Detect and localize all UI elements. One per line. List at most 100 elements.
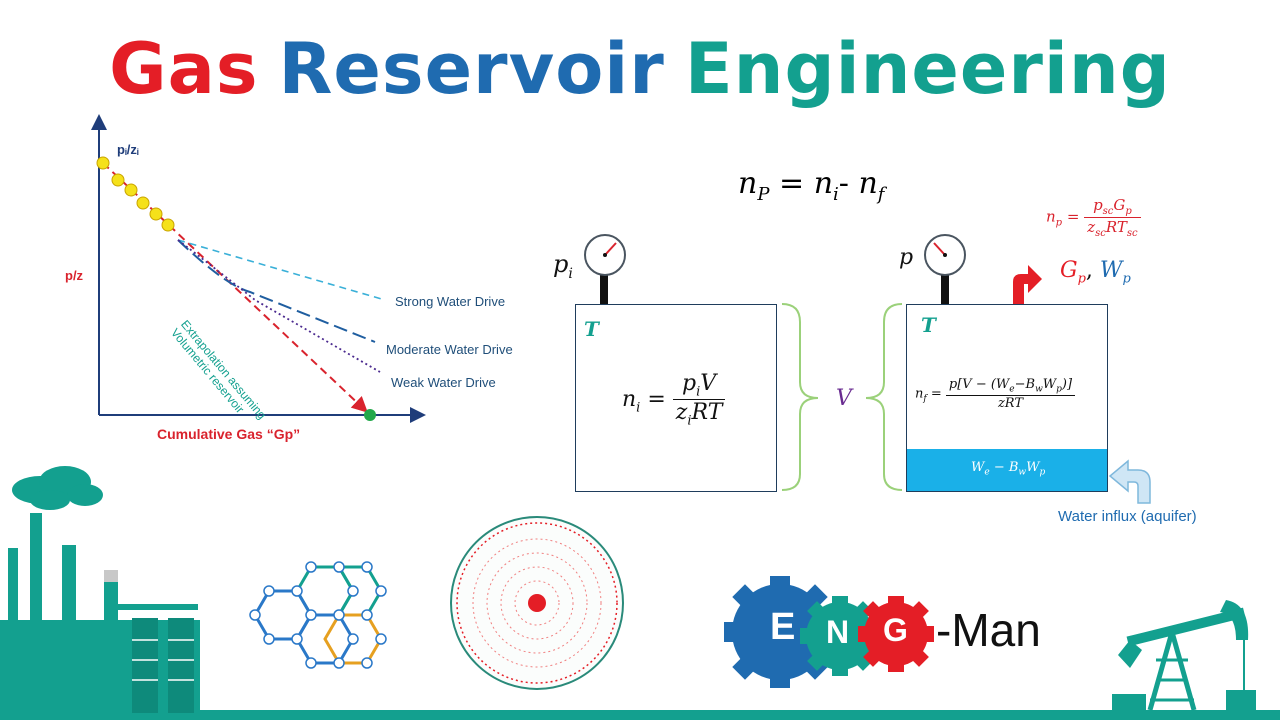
np-equation: np = pscGp zscRTsc bbox=[1046, 196, 1141, 239]
nf-fraction: p[V − (We−BwWp)] zRT bbox=[945, 377, 1076, 411]
ni-num-sub: i bbox=[696, 384, 701, 400]
water-influx-label: Water influx (aquifer) bbox=[1058, 508, 1197, 525]
production-label: Gp, Wp bbox=[1060, 258, 1131, 286]
wp-prod-text: W bbox=[1099, 258, 1123, 283]
ni-den-z: z bbox=[675, 400, 688, 426]
main-equation: nP = ni- nf bbox=[738, 166, 884, 205]
np-equals: = bbox=[1066, 207, 1080, 226]
title-word-engineering: Engineering bbox=[684, 28, 1171, 110]
ni-lhs-sub: i bbox=[636, 400, 641, 416]
left-brace bbox=[781, 303, 819, 491]
nf-num-3: W bbox=[1042, 377, 1057, 392]
ni-fraction: piV ziRT bbox=[672, 371, 726, 429]
factory-icon bbox=[0, 466, 200, 715]
data-point bbox=[111, 173, 125, 187]
pi-text: p bbox=[553, 250, 569, 278]
eq-np: n bbox=[738, 166, 758, 201]
bw-text: − B bbox=[989, 460, 1019, 475]
eq-nf-sub: f bbox=[877, 184, 885, 205]
left-pressure-label: pi bbox=[553, 250, 573, 282]
np-den-rt: RT bbox=[1105, 218, 1127, 236]
logo-letter-n: N bbox=[826, 614, 850, 650]
gear-teal-icon bbox=[800, 596, 880, 676]
right-brace bbox=[865, 303, 903, 491]
nf-equation: nf = p[V − (We−BwWp)] zRT bbox=[915, 377, 1076, 411]
pz-data-points bbox=[96, 156, 175, 232]
np-num-sub: sc bbox=[1102, 206, 1114, 217]
eq-nf: n bbox=[858, 166, 878, 201]
y-top-label: pᵢ/zᵢ bbox=[117, 142, 139, 157]
wp-prod-sub: p bbox=[1122, 271, 1131, 287]
water-zone: We − BwWp bbox=[907, 449, 1107, 491]
molecule-atoms bbox=[249, 561, 387, 669]
we-sub: e bbox=[984, 467, 990, 478]
nf-lhs: n bbox=[915, 386, 924, 402]
wp-text: W bbox=[1026, 460, 1040, 475]
title-word-gas: Gas bbox=[109, 28, 259, 110]
depleted-reservoir-tank: T nf = p[V − (We−BwWp)] zRT We − BwWp bbox=[906, 304, 1108, 492]
nf-num-3-sub: p bbox=[1056, 384, 1062, 395]
y-axis-label: p/z bbox=[65, 268, 84, 283]
weak-water-drive-label: Weak Water Drive bbox=[391, 375, 496, 390]
np-num-g-sub: p bbox=[1125, 206, 1132, 217]
strong-water-drive-label: Strong Water Drive bbox=[395, 294, 506, 309]
extrapolation-line bbox=[102, 162, 368, 413]
water-influx-arrow bbox=[1108, 459, 1151, 504]
left-gauge-hub bbox=[603, 253, 607, 257]
np-fraction: pscGp zscRTsc bbox=[1084, 196, 1141, 239]
eq-minus: - bbox=[838, 166, 849, 201]
pumpjack-icon bbox=[1112, 600, 1256, 711]
np-num-g: G bbox=[1113, 196, 1126, 214]
nf-equals: = bbox=[930, 386, 942, 402]
eq-ni: n bbox=[813, 166, 834, 201]
factory-tank-lines bbox=[132, 639, 194, 681]
right-gauge-needle bbox=[933, 242, 946, 256]
nf-num-1-sub: e bbox=[1009, 384, 1015, 395]
left-gauge-pipe bbox=[600, 274, 608, 304]
nf-num-4: )] bbox=[1061, 377, 1073, 392]
np-lhs: n bbox=[1046, 207, 1056, 226]
moderate-water-drive-label: Moderate Water Drive bbox=[386, 342, 513, 357]
nf-num-2: −B bbox=[1014, 377, 1036, 392]
data-point bbox=[124, 183, 138, 197]
water-zone-label: We − BwWp bbox=[971, 460, 1045, 478]
bw-sub: w bbox=[1018, 467, 1027, 478]
np-lhs-sub: p bbox=[1055, 217, 1063, 229]
moderate-water-drive-curve bbox=[177, 239, 376, 343]
ground-bar-left bbox=[0, 700, 1280, 710]
np-den-sub: sc bbox=[1095, 228, 1106, 239]
production-arrow bbox=[1013, 265, 1042, 304]
np-den-z: z bbox=[1087, 218, 1096, 236]
gp-endpoint bbox=[364, 409, 376, 421]
ni-equation: ni = piV ziRT bbox=[622, 371, 726, 429]
data-point bbox=[136, 196, 150, 210]
data-point bbox=[96, 156, 110, 170]
ni-den-sub: i bbox=[687, 413, 692, 429]
left-tank-temperature: T bbox=[584, 317, 599, 341]
we-text: W bbox=[971, 460, 985, 475]
left-gauge-needle bbox=[604, 242, 617, 256]
right-pressure-label: p bbox=[899, 245, 914, 270]
title-word-reservoir: Reservoir bbox=[278, 28, 665, 110]
logo-letter-e: E bbox=[770, 606, 796, 648]
right-gauge-hub bbox=[943, 253, 947, 257]
x-axis-label: Cumulative Gas “Gp” bbox=[157, 426, 301, 442]
nf-num-2-sub: w bbox=[1035, 384, 1043, 395]
volume-label: V bbox=[836, 386, 852, 411]
initial-reservoir-tank: T ni = piV ziRT bbox=[575, 304, 777, 492]
production-comma: , bbox=[1085, 258, 1093, 283]
ni-num-p: p bbox=[682, 371, 697, 396]
eq-np-sub: P bbox=[757, 184, 770, 205]
data-point bbox=[161, 218, 175, 232]
right-gauge-pipe bbox=[941, 274, 949, 304]
right-tank-temperature: T bbox=[921, 313, 936, 337]
radial-reservoir-icon bbox=[450, 516, 624, 690]
ni-num-v: V bbox=[700, 371, 717, 396]
nf-lhs-sub: f bbox=[923, 393, 927, 404]
np-num-p: p bbox=[1093, 196, 1103, 214]
weak-water-drive-curve bbox=[177, 239, 381, 373]
ni-equals: = bbox=[647, 386, 666, 412]
